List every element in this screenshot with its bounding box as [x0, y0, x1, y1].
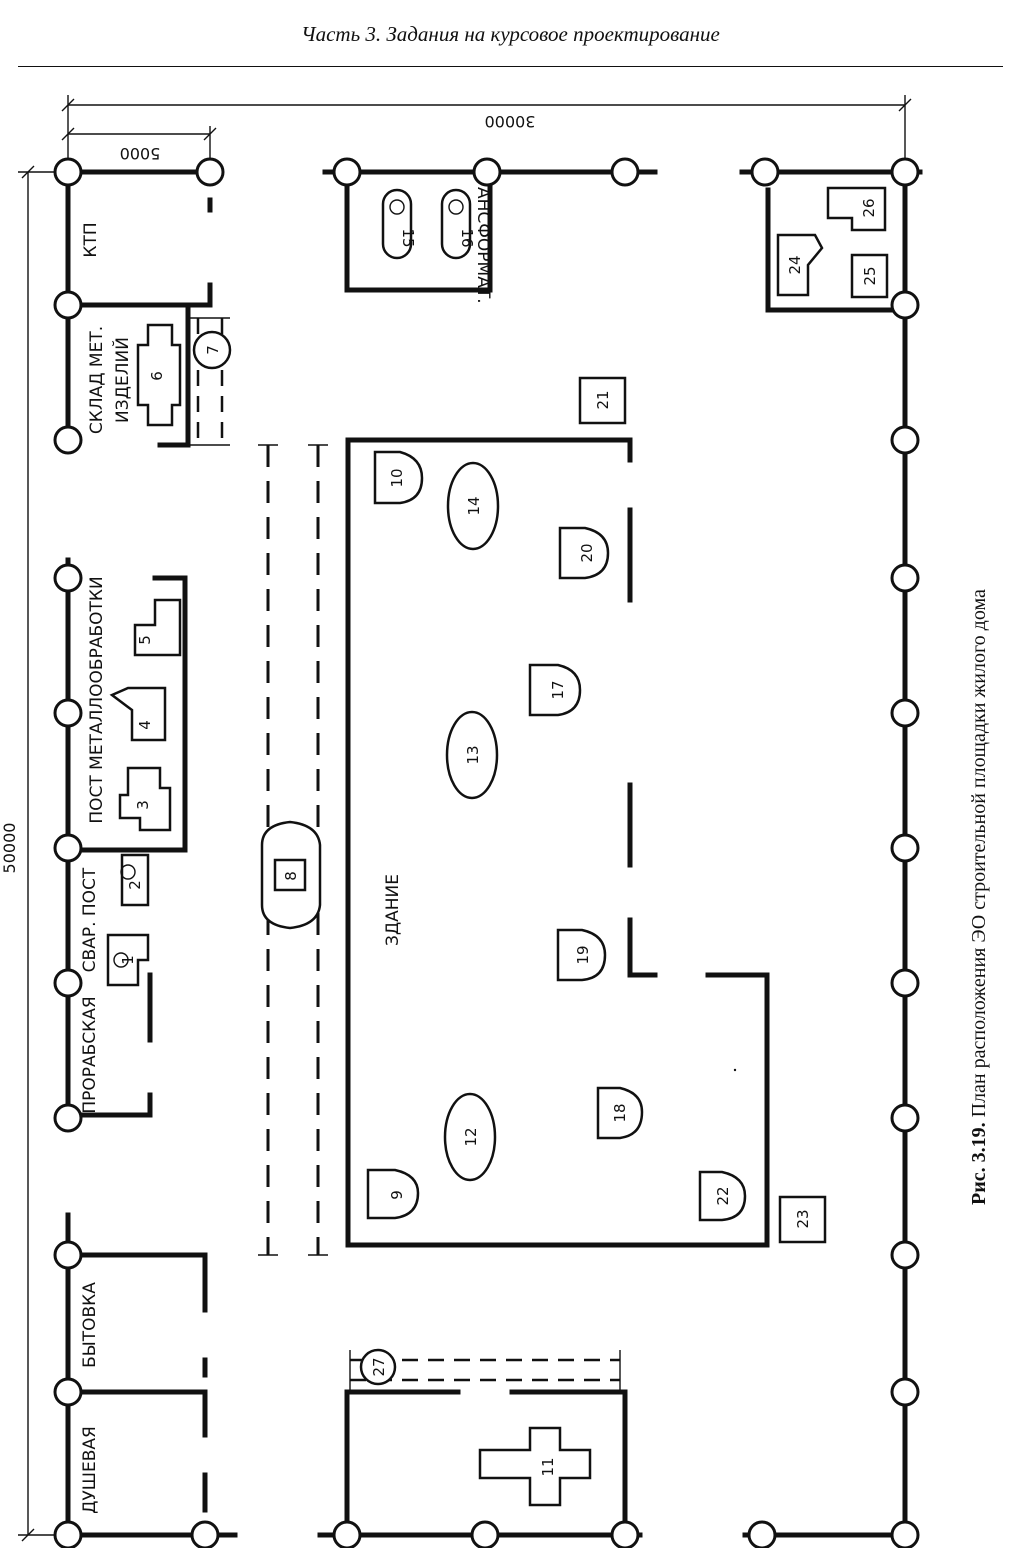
equipment-2: 2	[120, 853, 150, 907]
svg-text:4: 4	[136, 720, 154, 730]
equipment-11: 11	[478, 1426, 592, 1507]
foreman-label: ПРОРАБСКАЯ	[80, 996, 100, 1113]
svg-text:10: 10	[388, 468, 406, 487]
equipment-20: 20	[558, 526, 610, 580]
svg-text:23: 23	[794, 1209, 812, 1228]
equipment-18: 18	[596, 1086, 644, 1140]
transformer-block	[344, 169, 493, 293]
svg-text:12: 12	[462, 1127, 480, 1146]
svg-text:24: 24	[786, 255, 804, 274]
svg-text:26: 26	[860, 198, 878, 217]
outer-walls	[65, 169, 923, 1538]
equipment-22: 22	[698, 1170, 747, 1222]
svg-text:15: 15	[399, 228, 417, 247]
figure-caption: Рис. 3.19. План расположения ЭО строител…	[968, 405, 998, 1205]
svg-text:25: 25	[861, 266, 879, 285]
dot-mark	[733, 1068, 737, 1072]
bottom-block	[344, 1350, 628, 1538]
equipment-15: 15	[381, 188, 417, 260]
width-dimension: 30000	[485, 112, 536, 131]
svg-text:6: 6	[148, 371, 166, 381]
header-rule	[18, 66, 1003, 67]
welding-block	[65, 972, 153, 1118]
svg-text:17: 17	[549, 680, 567, 699]
equipment-10: 10	[373, 450, 424, 505]
equipment-26: 26	[826, 186, 887, 232]
svg-text:21: 21	[594, 390, 612, 409]
equipment-24: 24	[776, 233, 824, 297]
equipment-14: 14	[446, 461, 500, 551]
equipment-13: 13	[445, 710, 499, 800]
shower-label: ДУШЕВАЯ	[80, 1426, 100, 1514]
svg-text:3: 3	[134, 800, 152, 810]
svg-text:1: 1	[119, 955, 137, 965]
equipment-4: 4	[109, 686, 167, 742]
equipment-21: 21	[578, 376, 627, 425]
welding-label: СВАР. ПОСТ	[80, 867, 100, 972]
metalworking-block	[65, 575, 188, 853]
crane-rail-7	[190, 317, 230, 446]
svg-text:7: 7	[204, 345, 222, 355]
utility-block	[65, 1252, 208, 1513]
transformer-label: ТРАНСФОРМАТ.	[473, 165, 493, 303]
caption-label: Рис. 3.19.	[968, 1122, 990, 1205]
svg-text:14: 14	[465, 496, 483, 515]
svg-text:16: 16	[458, 228, 476, 247]
building-walls	[345, 437, 770, 1248]
svg-text:20: 20	[578, 543, 596, 562]
metalworking-label: ПОСТ МЕТАЛЛООБРАБОТКИ	[87, 576, 107, 823]
equipment-9: 9	[366, 1168, 420, 1220]
equipment-7: 7	[192, 330, 232, 370]
equipment-16: 16	[440, 188, 476, 260]
svg-text:22: 22	[714, 1186, 732, 1205]
equipment-6: 6	[136, 323, 182, 427]
svg-text:13: 13	[464, 745, 482, 764]
equipment-17: 17	[528, 663, 582, 717]
svg-text:11: 11	[539, 1457, 557, 1476]
top-right-room	[765, 187, 908, 313]
svg-text:27: 27	[370, 1357, 388, 1376]
columns	[53, 157, 920, 1548]
ktp-label: КТП	[81, 222, 101, 257]
svg-text:18: 18	[611, 1103, 629, 1122]
caption-text: План расположения ЭО строительной площад…	[968, 589, 990, 1123]
equipment-3: 3	[118, 766, 172, 832]
equipment-12: 12	[443, 1092, 497, 1182]
svg-text:9: 9	[388, 1190, 406, 1200]
equipment-1: 1	[106, 933, 150, 987]
svg-text:5: 5	[136, 635, 154, 645]
page-header: Часть 3. Задания на курсовое проектирова…	[301, 22, 720, 46]
equipment-27: 27	[359, 1348, 397, 1386]
warehouse-label-2: ИЗДЕЛИЙ	[111, 337, 133, 423]
equipment-5: 5	[133, 598, 182, 657]
length-dimension: 50000	[0, 823, 19, 874]
building-label: ЗДАНИЕ	[383, 874, 403, 946]
ktp-block	[65, 197, 213, 448]
utility-label: БЫТОВКА	[80, 1282, 100, 1368]
svg-text:19: 19	[574, 945, 592, 964]
bay-dimension: 5000	[120, 144, 161, 163]
svg-text:2: 2	[126, 880, 144, 890]
warehouse-label-1: СКЛАД МЕТ.	[87, 326, 107, 434]
equipment-23: 23	[778, 1195, 827, 1244]
svg-text:8: 8	[282, 871, 300, 881]
equipment-25: 25	[850, 253, 889, 299]
equipment-8: 8	[260, 820, 322, 930]
equipment-19: 19	[556, 928, 607, 982]
